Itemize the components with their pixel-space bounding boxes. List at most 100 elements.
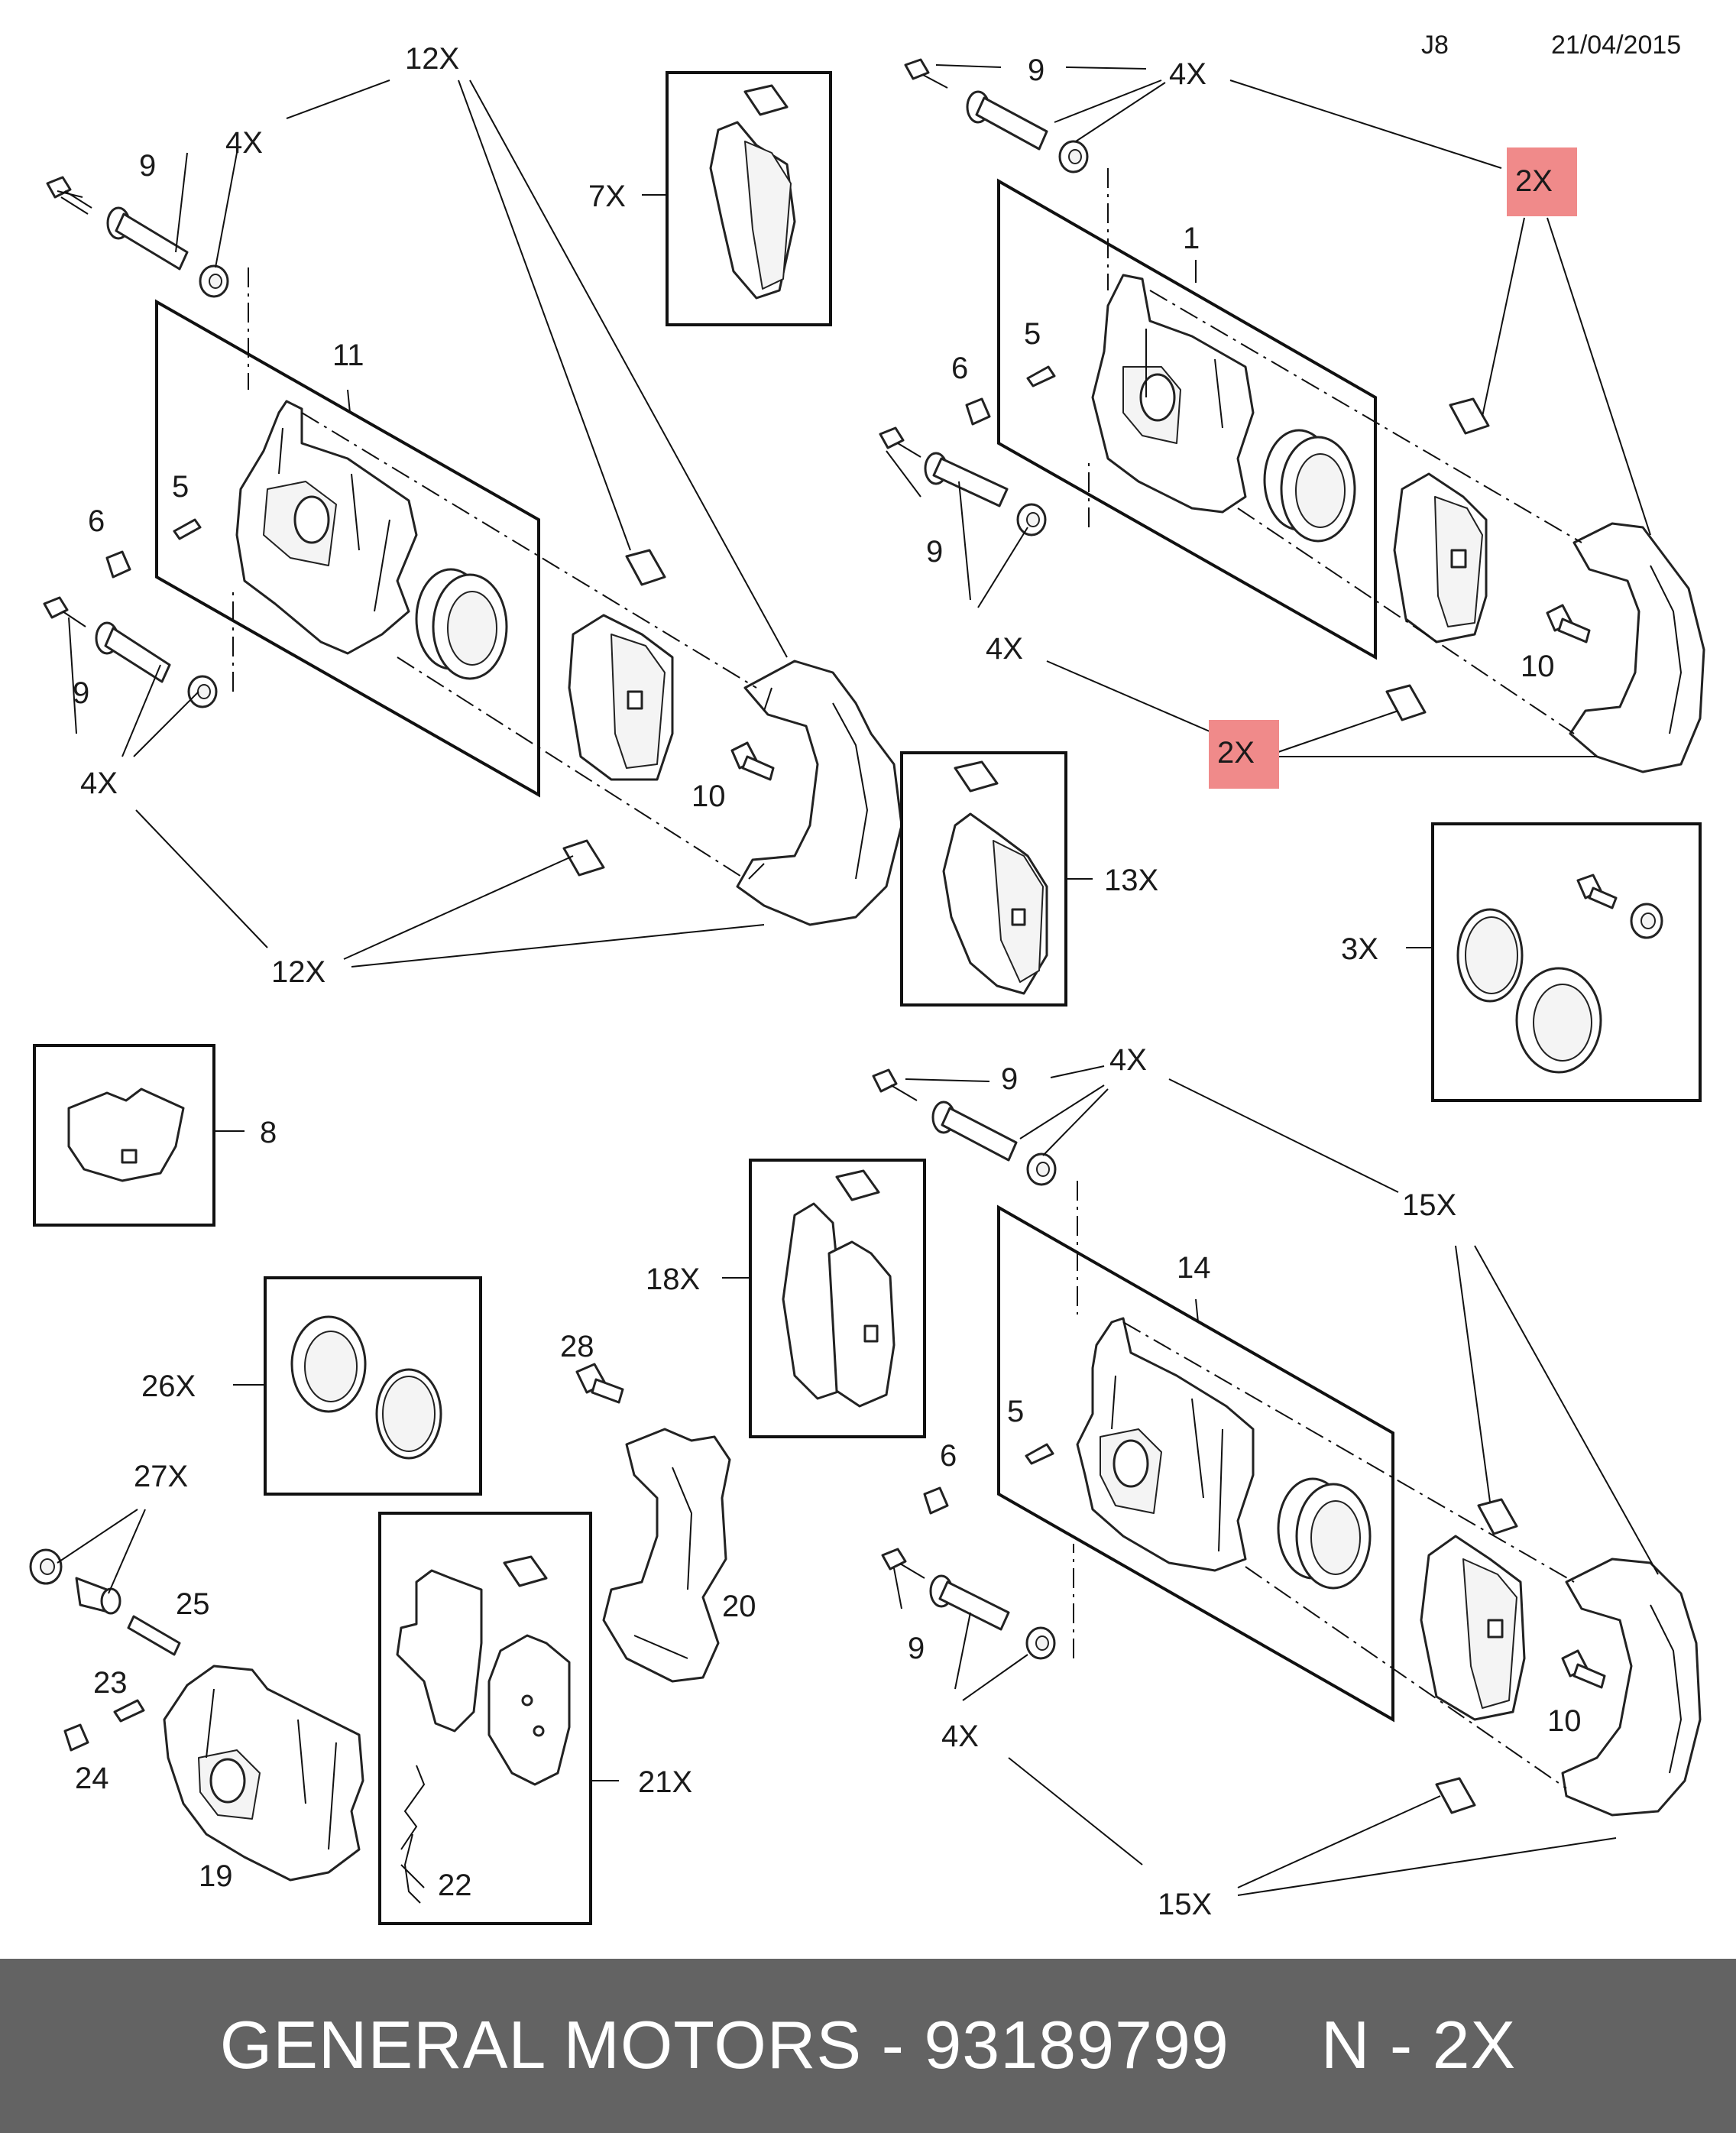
bleed-screw-5 [1025, 1443, 1054, 1465]
callout-9: 9 [139, 149, 156, 183]
dust-cap-lower [187, 675, 218, 708]
callout-7x: 7X [588, 180, 626, 213]
callout-1: 1 [1183, 222, 1200, 255]
carrier-bolt-10 [730, 741, 775, 781]
callout-3x: 3X [1341, 932, 1378, 966]
callout-6: 6 [951, 352, 968, 385]
callout-4x-lower: 4X [941, 1720, 979, 1753]
callout-21x: 21X [638, 1765, 692, 1799]
callout-11: 11 [332, 339, 364, 372]
caliper-assembly-bottom-right: 9 4X 15X 14 5 6 9 4X 10 15X [872, 1043, 1702, 1921]
footer-quantity: N - 2X [1320, 2007, 1517, 2083]
brake-pad [1420, 1535, 1526, 1721]
guide-bolt-9-lower [881, 1548, 925, 1579]
caliper-body-19 [163, 1665, 364, 1882]
callout-22: 22 [438, 1869, 472, 1902]
callout-9: 9 [1028, 53, 1045, 87]
pad-kit-21x: 21X 22 [378, 1512, 692, 1925]
callout-15x-top: 15X [1402, 1188, 1456, 1222]
callout-4x: 4X [225, 126, 263, 160]
guide-bolt-9 [872, 1068, 918, 1101]
dust-cap [199, 264, 229, 298]
piston-seal [415, 568, 508, 680]
seal-kit-3x: 3X [1341, 822, 1702, 1102]
callout-2x-top: 2X [1515, 164, 1553, 198]
caliper-body-11 [235, 400, 418, 655]
callout-28: 28 [560, 1330, 594, 1363]
guide-pin-lower [924, 452, 1009, 507]
guide-bolt-9 [904, 58, 948, 89]
callout-26x: 26X [141, 1370, 196, 1403]
guide-pin [966, 90, 1048, 151]
guide-pin [106, 206, 189, 271]
bushing-27x [29, 1548, 121, 1615]
pad-clip [1435, 1498, 1518, 1814]
pad-kit-18x: 18X [646, 1159, 926, 1438]
guide-bolt-9 [46, 176, 92, 215]
callout-5: 5 [172, 470, 189, 504]
caliper-group-frame-1 [997, 178, 1377, 660]
guide-bolt-9-lower [879, 426, 921, 458]
dust-cap-lower [1016, 503, 1047, 536]
seal-kit-26x: 26X [141, 1276, 482, 1496]
caliper-body-1 [1091, 274, 1255, 514]
parts-diagram: J8 21/04/2015 [29, 31, 1705, 1925]
heat-shield-8: 8 [33, 1044, 277, 1227]
guide-pin-lower [95, 621, 171, 683]
callout-2x-bottom: 2X [1217, 736, 1255, 770]
bleed-cap-6 [923, 1486, 949, 1515]
footer-caption: GENERAL MOTORS - 93189799 N - 2X [0, 2006, 1736, 2084]
callout-10: 10 [1547, 1704, 1582, 1738]
bolt-28 [575, 1363, 624, 1404]
bleed-cap-24 [63, 1723, 89, 1752]
caliper-group-frame-11 [155, 299, 540, 798]
callout-6: 6 [88, 504, 105, 538]
callout-12x-top: 12X [405, 42, 459, 76]
callout-9-lower: 9 [926, 535, 943, 569]
callout-12x-bottom: 12X [271, 955, 326, 989]
callout-20: 20 [722, 1590, 756, 1623]
callout-9-lower: 9 [908, 1632, 925, 1665]
callout-13x: 13X [1104, 864, 1158, 897]
bleed-screw-5 [1026, 365, 1056, 387]
piston-seal [1277, 1477, 1372, 1590]
highlight-2x-top [1507, 147, 1577, 216]
dust-cap [1026, 1152, 1057, 1186]
caliper-carrier-20 [602, 1428, 731, 1683]
caliper-carrier-bracket [1561, 1558, 1702, 1817]
callout-18x: 18X [646, 1263, 700, 1296]
callout-19: 19 [199, 1859, 233, 1893]
brake-pad [1393, 472, 1488, 643]
callout-6: 6 [940, 1439, 957, 1473]
pad-kit-13x: 13X [900, 751, 1158, 1007]
bleed-screw-23 [113, 1699, 145, 1723]
caliper-small-parts: 27X 25 23 24 19 28 20 [29, 1330, 756, 1893]
callout-23: 23 [93, 1666, 128, 1700]
callout-10: 10 [1521, 650, 1555, 683]
dust-cap-lower [1025, 1626, 1056, 1660]
dust-cap [1058, 140, 1089, 173]
guide-bolt-9-lower [43, 596, 86, 627]
callout-4x-lower: 4X [986, 632, 1023, 666]
callout-4x-lower: 4X [80, 767, 118, 800]
guide-pin-25 [127, 1615, 181, 1656]
callout-4x: 4X [1169, 57, 1206, 91]
caliper-group-frame-14 [997, 1204, 1394, 1723]
footer-bar [0, 1959, 1736, 2133]
callout-15x-bottom: 15X [1158, 1888, 1212, 1921]
callout-24: 24 [75, 1762, 109, 1795]
pad-clip [562, 549, 666, 877]
callout-5: 5 [1024, 317, 1041, 351]
carrier-bolt-10 [1546, 604, 1591, 643]
footer-brand-part-number: GENERAL MOTORS - 93189799 [219, 2007, 1229, 2083]
brake-pad [568, 614, 674, 781]
callout-10: 10 [691, 780, 726, 813]
caliper-carrier-bracket [1569, 522, 1705, 773]
callout-9: 9 [1001, 1062, 1018, 1096]
callout-27x: 27X [134, 1460, 188, 1493]
bleed-cap-6 [965, 397, 991, 426]
pad-kit-7x: 7X [588, 71, 832, 326]
callout-14: 14 [1177, 1251, 1211, 1285]
diagram-date: 21/04/2015 [1551, 31, 1681, 60]
callout-8: 8 [260, 1116, 277, 1149]
